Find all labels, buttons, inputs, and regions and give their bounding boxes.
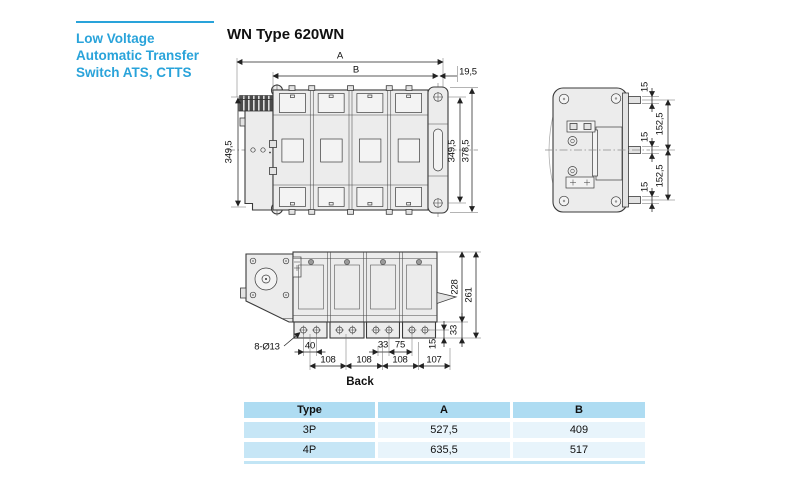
dim-side-152-bottom: 152,5 [654, 164, 666, 188]
dim-front-349-right: 349,5 [446, 139, 458, 163]
dim-front-378: 378,5 [460, 139, 472, 163]
table-header-type: Type [244, 402, 375, 418]
dim-side-15-bottom: 15 [639, 181, 651, 193]
sidebar-title-line: Switch ATS, CTTS [76, 65, 192, 80]
sidebar-title-line: Automatic Transfer [76, 48, 200, 63]
table-cell-row2-a: 635,5 [378, 442, 510, 458]
dim-side-15-top: 15 [639, 81, 651, 93]
dim-bottom-40: 40 [304, 340, 316, 352]
dim-bottom-108-3: 108 [392, 354, 408, 366]
table-cell-row1-type: 3P [244, 422, 375, 438]
dimension-table: Type A B 3P 527,5 409 4P 635,5 517 [244, 402, 645, 464]
dim-side-152-top: 152,5 [654, 112, 666, 136]
table-cell-row2-type: 4P [244, 442, 375, 458]
dim-bottom-107: 107 [426, 354, 442, 366]
back-view-label: Back [346, 376, 374, 388]
table-bottom-border [244, 461, 645, 464]
bottom-view-drawing [240, 251, 481, 370]
dim-front-19-5: 19,5 [459, 66, 477, 78]
dim-bottom-108-1: 108 [320, 354, 336, 366]
sidebar-title-line: Low Voltage [76, 31, 155, 46]
dim-bottom-108-2: 108 [356, 354, 372, 366]
table-cell-row2-b: 517 [513, 442, 645, 458]
page-title: WN Type 620WN [227, 26, 345, 43]
table-header-b: B [513, 402, 645, 418]
dim-front-349-left: 349,5 [223, 140, 235, 164]
table-cell-row1-a: 527,5 [378, 422, 510, 438]
dim-bottom-33-right: 33 [448, 324, 460, 336]
dim-front-a: A [336, 50, 344, 62]
table-cell-row1-b: 409 [513, 422, 645, 438]
dim-bottom-15: 15 [427, 338, 439, 350]
dim-bottom-75: 75 [394, 339, 406, 351]
dim-bottom-holes: 8-Ø13 [254, 341, 280, 353]
dim-side-15-mid: 15 [639, 131, 651, 143]
side-view-drawing [545, 87, 675, 213]
dim-front-b: B [352, 64, 360, 76]
dim-bottom-33: 33 [377, 339, 389, 351]
dim-bottom-261: 261 [463, 287, 475, 303]
dim-bottom-228: 228 [449, 279, 461, 295]
table-header-a: A [378, 402, 510, 418]
sidebar-title: Low Voltage Automatic Transfer Switch AT… [76, 21, 214, 81]
front-view-drawing [227, 58, 478, 217]
